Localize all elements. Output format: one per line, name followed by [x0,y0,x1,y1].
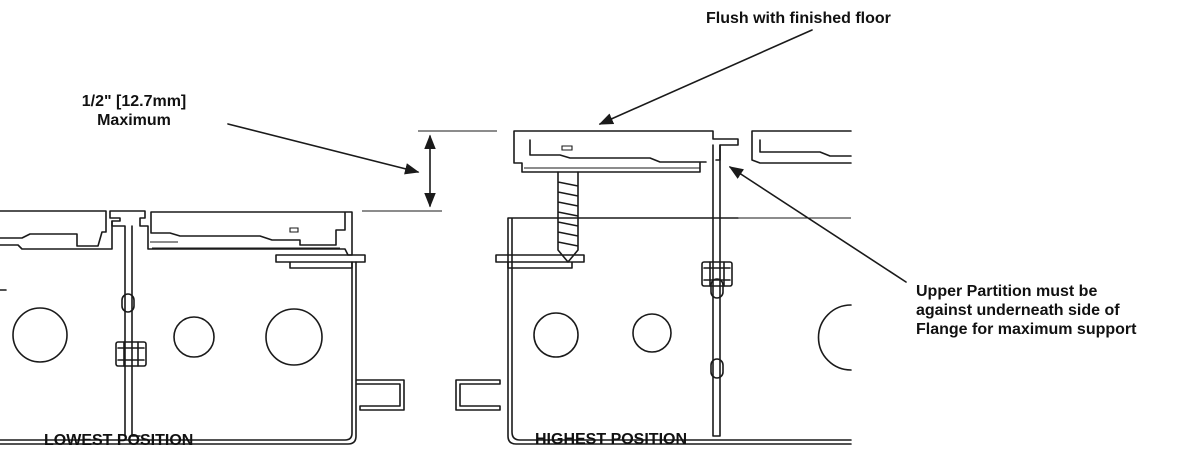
dimension-label-line1: 1/2" [12.7mm] [82,93,187,110]
bracket-plate-right [495,254,585,269]
adjust-slot-left [121,293,135,313]
flush-label: Flush with finished floor [706,10,891,27]
dimension-label-line2: Maximum [97,112,171,129]
knockout-right-2 [632,313,672,353]
box-body-right [507,217,852,445]
cover-inner-line-left [150,227,340,249]
lowest-position-caption: LOWEST POSITION [44,432,193,449]
highest-position-caption: HIGHEST POSITION [535,431,687,448]
cover-plate-right [513,130,852,173]
upper-partition-note-line1: Upper Partition must be [916,283,1097,300]
flush-leader-arrow [598,29,813,125]
partition-leader-arrow [728,166,907,283]
partition-left [111,220,141,437]
upper-partition-note-line3: Flange for maximum support [916,321,1137,338]
knockout-small-left [173,316,215,358]
partition-right [712,144,721,437]
box-body-left [0,261,357,445]
cover-inner-line-right [524,145,700,169]
tab-right [455,379,501,411]
nut-left [115,341,147,367]
knockout-right-1 [533,312,579,358]
nut-right [701,261,733,287]
dimension-indicator [227,123,497,212]
knockout-right-3 [817,304,852,371]
lowest-position-drawing [0,210,405,445]
tab-left [356,379,405,411]
cover-plate-left [0,210,353,256]
knockout-large-left-1 [12,307,68,363]
knockout-large-left-2 [265,308,323,366]
adjust-slot-right-2 [710,358,724,379]
upper-partition-note-line2: against underneath side of [916,302,1120,319]
highest-position-drawing [455,130,852,445]
leveling-screw [557,171,579,263]
